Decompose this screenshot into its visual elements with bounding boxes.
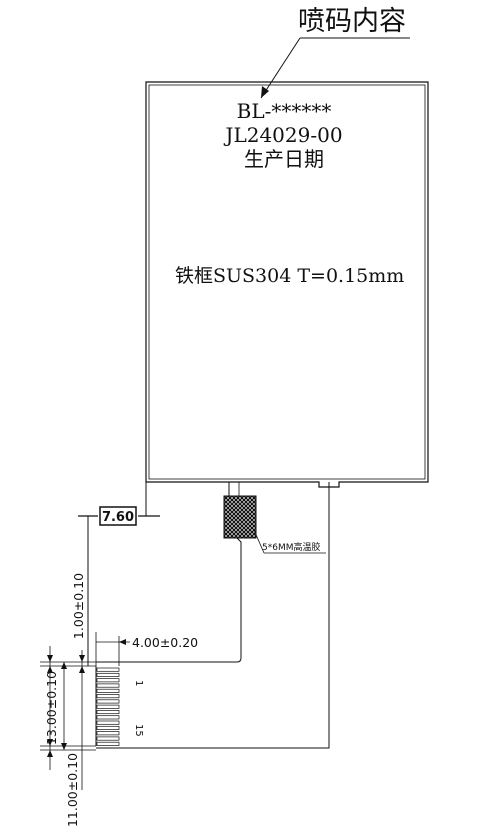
gold-finger-12 [96,725,120,730]
gold-finger-1 [96,667,120,672]
code-line-1: BL-****** [237,99,332,123]
gold-finger-7 [96,699,120,704]
panel-outline [145,81,429,488]
dim-gap-arrow-bottom [79,666,85,673]
dim-pitch-arrow-top-inner [47,666,53,673]
gold-finger-8 [96,704,120,709]
high-temp-tape [223,495,257,539]
dim-overall-arrow-bottom [61,743,67,750]
gold-finger-15 [96,741,120,746]
callout-label: 喷码内容 [298,6,406,37]
callout-leader [260,37,301,99]
dim-pitch-value: 11.00±0.10 [65,753,80,827]
tape-leader [253,529,265,554]
fpc-right-edge [96,482,330,749]
callout-arrowhead [261,86,269,98]
gold-finger-9 [96,710,120,715]
dim-gap-value: 1.00±0.10 [71,573,86,639]
gold-fingers [96,667,120,746]
gold-finger-10 [96,715,120,720]
code-line-2: JL24029-00 [223,123,342,147]
gold-finger-3 [96,678,120,683]
dim-400-arrow [119,639,126,645]
gold-finger-2 [96,672,120,677]
code-line-3: 生产日期 [244,147,324,171]
pin-15-label: 15 [133,724,144,737]
dim-760-box [99,506,137,526]
dim-overall-arrow-top [61,662,67,669]
dim-pitch-arrow-bottom [47,750,53,757]
fpc-left-edge [96,482,242,663]
dim-overall-value: 13.00±0.10 [44,671,59,745]
dim-gap-arrow-top [79,655,85,662]
dim-760-value: 7.60 [102,510,134,525]
gold-finger-6 [96,694,120,699]
gold-finger-4 [96,683,120,688]
panel-inner-outline [148,84,426,480]
dim-400-value: 4.00±0.20 [132,635,198,650]
gold-finger-5 [96,688,120,693]
dim-pitch-arrow-bottom-inner [47,739,53,746]
tape-label: 5*6MM高温胶 [262,541,320,553]
frame-spec-label: 铁框SUS304 T=0.15mm [175,265,404,287]
pin-1-label: 1 [133,680,144,686]
dim-pitch-arrow-top [47,655,53,662]
gold-finger-14 [96,736,120,741]
gold-finger-11 [96,720,120,725]
gold-finger-13 [96,731,120,736]
